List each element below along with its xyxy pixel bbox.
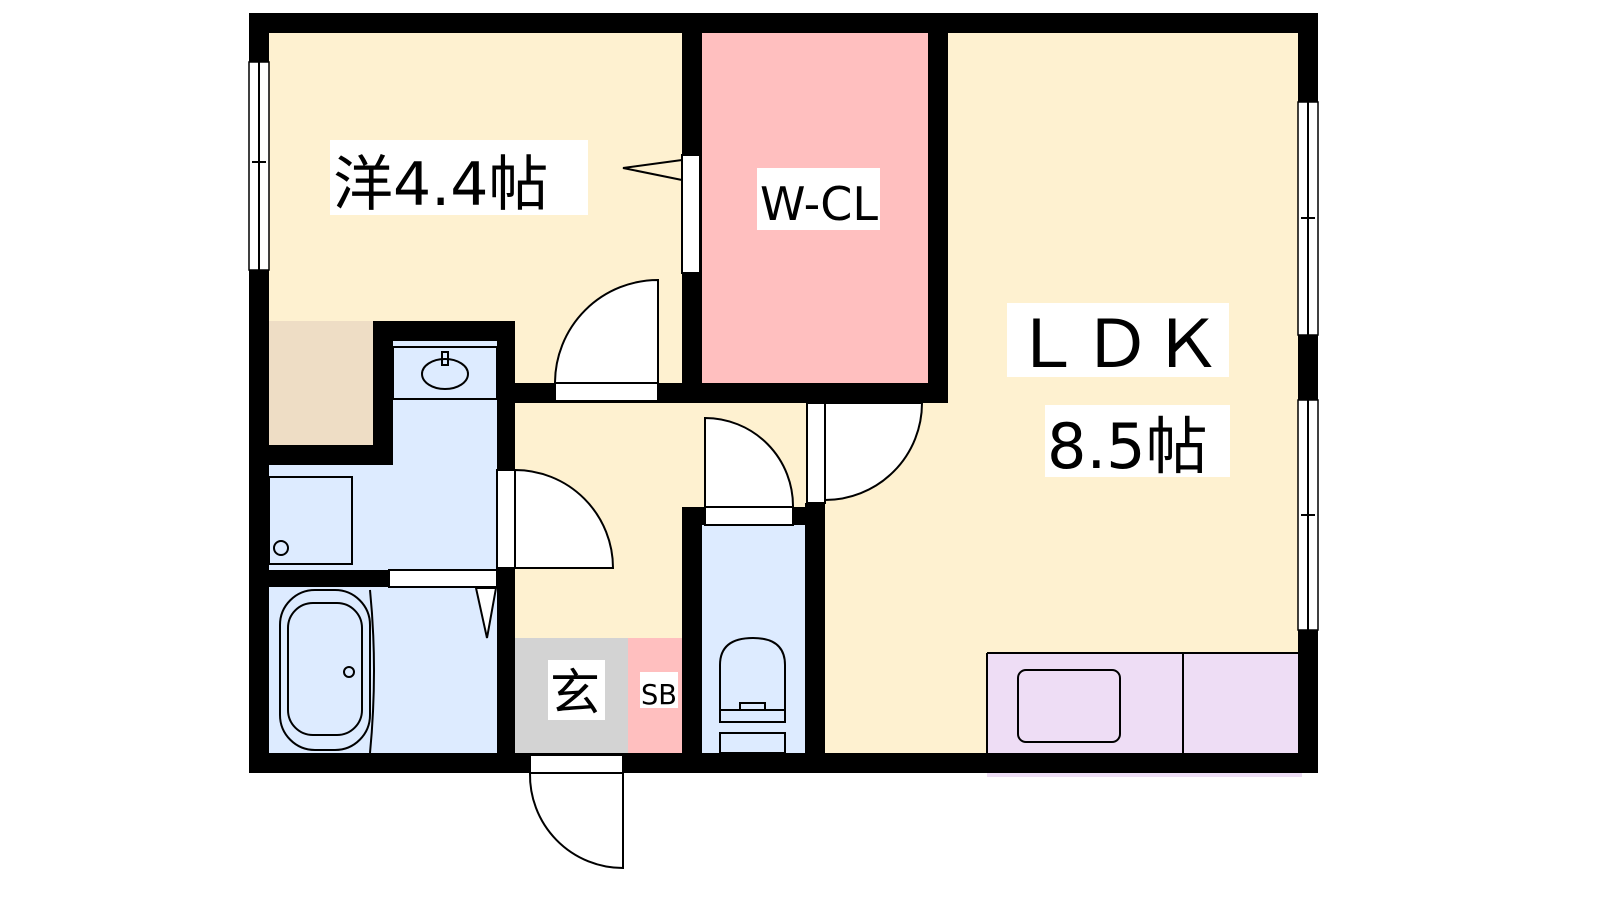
western-room-label: 洋4.4帖 [333, 150, 548, 220]
entrance-label: 玄 [550, 664, 600, 722]
washbasin [392, 346, 498, 400]
window-right-upper [1297, 101, 1319, 336]
bathtub [279, 589, 375, 754]
door-toilet[interactable] [704, 416, 795, 526]
washroom-floor-lower [269, 465, 497, 570]
storage-floor [269, 321, 373, 445]
closet-label: W-CL [760, 177, 878, 231]
ldk-label: ＬＤＫ [1012, 306, 1222, 383]
door-washroom[interactable] [496, 468, 615, 569]
door-closet[interactable] [622, 154, 701, 274]
door-ldk[interactable] [806, 402, 924, 504]
shoe-box-label: SB [641, 678, 677, 711]
washing-machine [268, 476, 353, 565]
door-entrance[interactable] [528, 754, 624, 870]
ldk-floor [948, 33, 1298, 753]
toilet-fixture [719, 636, 786, 754]
bathroom-floor [269, 587, 497, 753]
kitchen-sink [1017, 669, 1121, 743]
ldk-size-label: 8.5帖 [1047, 410, 1208, 483]
door-bathroom[interactable] [388, 569, 498, 639]
window-left [248, 61, 270, 271]
door-western-room[interactable] [553, 278, 659, 402]
window-right-lower [1297, 399, 1319, 631]
